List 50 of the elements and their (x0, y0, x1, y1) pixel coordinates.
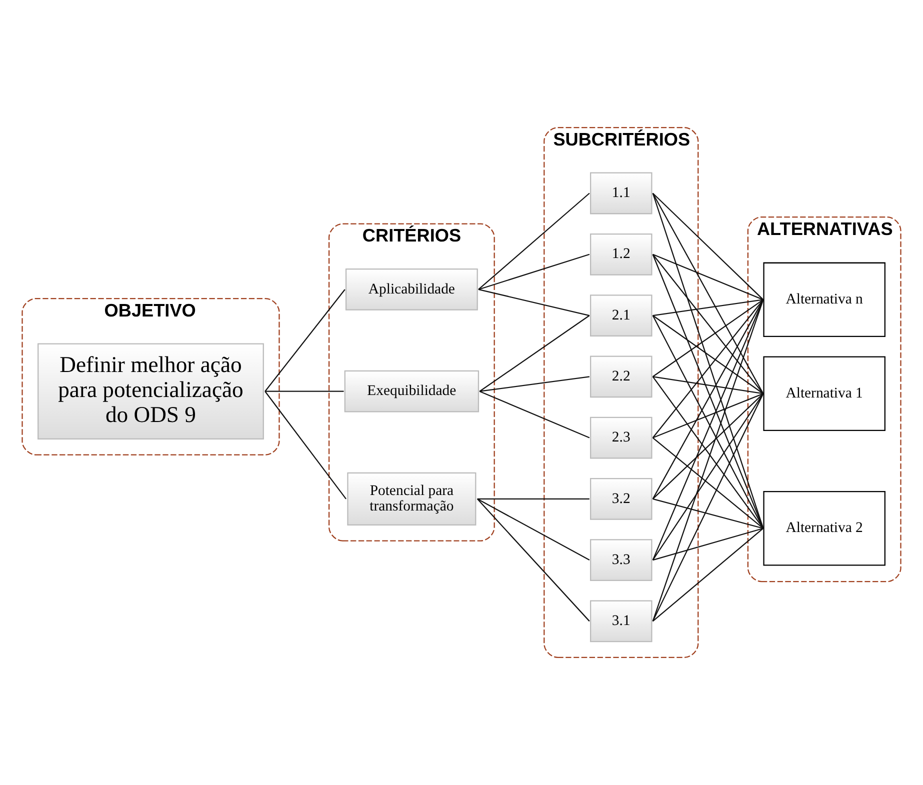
connector (652, 315, 764, 394)
node-box: Definir melhor ação para potencialização do ODS 9 (38, 343, 264, 440)
connector (652, 528, 764, 561)
node-box: Alternativa 2 (763, 491, 886, 566)
connector (652, 299, 764, 378)
connector (652, 299, 764, 500)
node-box: Alternativa 1 (763, 356, 886, 431)
connector (652, 393, 764, 560)
connector (265, 390, 344, 392)
connector (652, 192, 764, 300)
node-box: 2.3 (590, 416, 652, 459)
connector (652, 254, 764, 300)
connector (477, 498, 590, 561)
connector (478, 288, 590, 316)
connector (478, 192, 590, 290)
node-box: Exequibilidade (344, 370, 480, 412)
node-box: 3.1 (590, 600, 652, 642)
connector (652, 437, 764, 529)
connector (652, 393, 764, 500)
connector (477, 498, 590, 500)
connector (479, 315, 590, 392)
connector (652, 299, 764, 622)
connector (652, 254, 764, 529)
connector (264, 289, 346, 392)
node-box: Potencial para transformação (347, 472, 476, 526)
node-box: 3.3 (590, 539, 652, 581)
connector (652, 299, 764, 316)
node-box: 1.1 (590, 172, 652, 214)
connector (480, 376, 590, 392)
connector (652, 393, 764, 438)
node-box: 1.2 (590, 233, 652, 276)
connector (478, 254, 590, 290)
node-box: Aplicabilidade (345, 268, 478, 310)
connector (652, 528, 764, 622)
connector (652, 315, 764, 529)
node-box: 2.2 (590, 356, 652, 398)
connector (652, 498, 764, 529)
node-box: Alternativa n (763, 262, 886, 338)
connector (652, 376, 764, 394)
connector (476, 498, 590, 622)
connector (652, 393, 764, 622)
connector (652, 254, 764, 394)
node-box: 2.1 (590, 294, 652, 336)
connector (652, 299, 764, 560)
connector (652, 376, 764, 529)
connector (652, 193, 764, 529)
connector (652, 299, 764, 438)
connector (652, 192, 764, 394)
node-box: 3.2 (590, 478, 652, 520)
connector (479, 390, 590, 438)
